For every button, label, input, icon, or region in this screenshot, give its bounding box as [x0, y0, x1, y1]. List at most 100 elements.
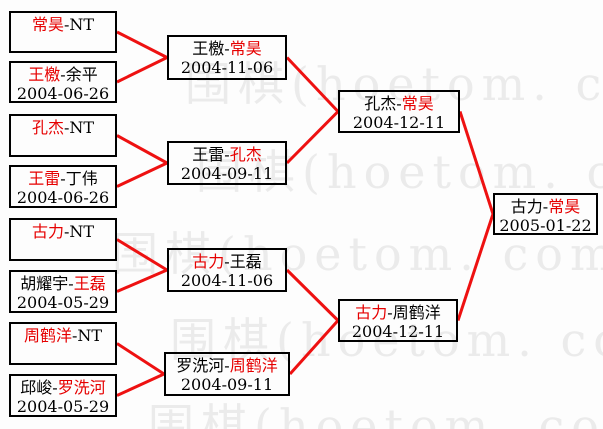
connector-line-r1m1-to-r2m1	[116, 30, 168, 59]
player-separator: -	[224, 39, 230, 58]
player-separator: -	[68, 274, 74, 293]
match-date: 2004-05-29	[16, 397, 110, 416]
player-name: NT	[69, 15, 95, 34]
match-players: 王雷-孔杰	[169, 145, 285, 164]
match-box-r1m7: 周鹤洋-NT	[9, 322, 117, 365]
match-box-r1m5: 古力-NT	[9, 218, 117, 261]
player-separator: -	[71, 326, 78, 345]
connector-line-r2m2-to-sf1	[285, 110, 340, 165]
player-separator: -	[224, 252, 230, 271]
player-separator: -	[224, 145, 230, 164]
connector-line-r1m3-to-r2m2	[116, 134, 168, 165]
match-date: 2004-11-06	[180, 271, 274, 290]
player-name: 古力	[510, 197, 543, 216]
player-name: 王檄	[192, 39, 225, 58]
player-name: 邱峻	[20, 378, 53, 397]
match-players: 周鹤洋-NT	[11, 326, 115, 345]
match-players: 王檄-常昊	[169, 39, 285, 58]
match-players: 孔杰-NT	[11, 118, 115, 137]
player-separator: -	[60, 65, 66, 84]
player-name: 王磊	[229, 252, 262, 271]
player-name: NT	[69, 222, 95, 241]
match-box-r1m1: 常昊-NT	[9, 11, 117, 53]
match-date: 2005-01-22	[499, 216, 592, 235]
match-date: 2004-05-29	[16, 293, 110, 312]
match-players: 常昊-NT	[11, 15, 115, 34]
connector-line-sf1-to-f1	[458, 111, 495, 215]
match-date: 2004-12-11	[352, 113, 446, 132]
match-date: 2004-12-11	[351, 322, 445, 341]
connector-line-sf2-to-f1	[456, 213, 495, 321]
player-separator: -	[224, 356, 230, 375]
match-box-r1m3: 孔杰-NT	[9, 114, 117, 157]
player-separator: -	[63, 118, 70, 137]
match-date: 2004-06-26	[16, 84, 110, 103]
player-name: 古力	[192, 252, 225, 271]
player-name: 常昊	[548, 197, 581, 216]
player-name: 常昊	[401, 94, 434, 113]
player-separator: -	[52, 378, 58, 397]
match-players: 古力-NT	[11, 222, 115, 241]
player-name: 余平	[65, 65, 98, 84]
connector-line-r1m8-to-r2m4	[116, 372, 165, 397]
match-players: 王檄-余平	[11, 65, 115, 84]
match-players: 王雷-丁伟	[11, 169, 115, 188]
connector-line-r1m7-to-r2m4	[116, 342, 165, 376]
match-players: 古力-王磊	[169, 252, 285, 271]
watermark-text: 围棋(hoetom. com.	[148, 399, 603, 429]
player-name: 罗洗河	[57, 378, 106, 397]
match-players: 孔杰-常昊	[340, 94, 458, 113]
connector-line-r1m6-to-r2m3	[116, 268, 168, 293]
match-players: 邱峻-罗洗河	[11, 378, 115, 397]
player-name: 古力	[355, 303, 388, 322]
player-name: 丁伟	[65, 169, 98, 188]
player-name: NT	[69, 118, 95, 137]
player-separator: -	[542, 197, 549, 216]
watermark-text: 围棋(hoetom. com.	[185, 57, 603, 111]
player-name: 胡耀宇	[20, 274, 69, 293]
connector-line-r1m5-to-r2m3	[116, 238, 168, 272]
match-date: 2004-11-06	[180, 58, 274, 77]
match-players: 罗洗河-周鹤洋	[166, 356, 288, 375]
connector-line-r2m3-to-sf2	[285, 268, 340, 322]
match-players: 胡耀宇-王磊	[11, 274, 115, 293]
player-separator: -	[63, 222, 70, 241]
player-separator: -	[396, 94, 402, 113]
player-name: 王磊	[73, 274, 106, 293]
match-date: 2004-06-26	[16, 188, 110, 207]
player-name: NT	[77, 326, 103, 345]
connector-line-r2m4-to-sf2	[288, 319, 340, 376]
player-name: 王檄	[28, 65, 61, 84]
match-players: 古力-常昊	[495, 197, 596, 216]
connector-line-r1m2-to-r2m1	[116, 56, 168, 84]
player-name: 王雷	[192, 145, 225, 164]
player-separator: -	[387, 303, 393, 322]
watermark-text: 围棋(hoetom. com.	[112, 227, 603, 281]
player-name: 周鹤洋	[23, 326, 72, 345]
player-name: 常昊	[229, 39, 262, 58]
connector-line-r1m4-to-r2m2	[116, 161, 168, 188]
match-date: 2004-09-11	[180, 164, 274, 183]
player-name: 周鹤洋	[229, 356, 278, 375]
player-name: 周鹤洋	[392, 303, 441, 322]
player-name: 常昊	[31, 15, 64, 34]
player-name: 孔杰	[229, 145, 262, 164]
match-date: 2004-09-11	[180, 375, 274, 394]
player-name: 古力	[31, 222, 64, 241]
connector-line-r2m1-to-sf1	[285, 56, 340, 113]
watermark-text: 围棋(hoetom. com.	[196, 145, 603, 199]
player-separator: -	[60, 169, 66, 188]
player-name: 孔杰	[364, 94, 397, 113]
player-name: 孔杰	[31, 118, 64, 137]
